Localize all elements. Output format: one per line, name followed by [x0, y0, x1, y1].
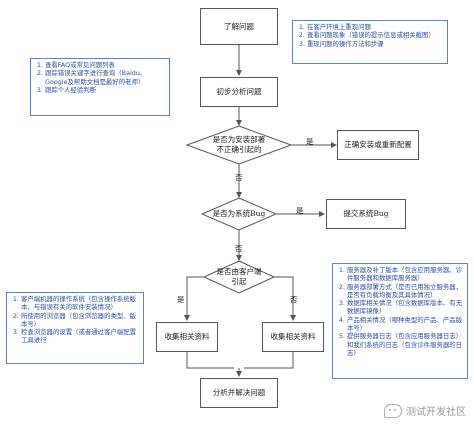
note-understand-item: 在客户环境上重现问题 [307, 23, 444, 31]
node-reinstall: 正确安装或重新配置 [337, 130, 419, 160]
edge-client-left [184, 276, 204, 321]
watermark-text: 测试开发社区 [406, 407, 466, 418]
label-install-no: 否 [235, 173, 243, 182]
node-resolve: 分析并解决问题 [200, 378, 278, 408]
note-server-item: 服务器部署方式（是否已用独立服务器，是否有负载均衡及其具体情况） [347, 283, 464, 300]
label-install-yes: 是 [306, 137, 314, 146]
note-server-item: 产品相关情况（哪种类型的产品、产品版本号） [347, 316, 464, 333]
note-client: 客户端机器的操作系统（包含操作系统版本、与错误有关的软件安装情况） 所使用的浏览… [6, 292, 144, 364]
edge-right-resolve [244, 352, 294, 369]
wechat-icon [384, 403, 402, 418]
decision-client-label: 是否由客户端引起 [216, 267, 262, 286]
label-client-yes: 是 [177, 295, 185, 304]
note-understand-item: 重现问题的操作方法和步骤 [307, 40, 444, 48]
note-client-item: 客户端机器的操作系统（包含操作系统版本、与错误有关的软件安装情况） [21, 295, 140, 312]
label-bug-no: 否 [235, 244, 243, 253]
node-understand: 了解问题 [200, 8, 278, 45]
decision-install-label: 是否为安装部署不正确引起的 [212, 135, 266, 154]
note-analyze-item: 跟踪错误关键字进行查询（Baidu、Google及帮助文档是最好的老师） [45, 69, 166, 86]
note-server-item: 提供服务器日志（包含应用服务器日志）和我们系统的日志（包含诊件服务器的日志） [347, 332, 464, 357]
note-analyze: 查看FAQ或常见问题列表 跟踪错误关键字进行查询（Baidu、Google及帮助… [30, 58, 170, 116]
note-analyze-item: 跟踪个人经验判断 [45, 86, 166, 94]
note-understand-item: 查看问题现象（错误的提示信息或相关截图） [307, 31, 444, 39]
note-analyze-item: 查看FAQ或常见问题列表 [45, 61, 166, 69]
node-collect-client: 收集相关资料 [156, 322, 218, 352]
note-client-item: 检查浏览器的设置（或者通过客户端配置工具进行 [21, 328, 140, 345]
note-server: 服务器及补丁版本（包含应用服务器、诊件服务器和数据库服务器） 服务器部署方式（是… [332, 263, 468, 379]
label-bug-yes: 是 [296, 206, 304, 215]
note-understand: 在客户环境上重现问题 查看问题现象（错误的提示信息或相关截图） 重现问题的操作方… [292, 20, 448, 64]
label-client-no: 否 [290, 295, 298, 304]
note-server-item: 服务器及补丁版本（包含应用服务器、诊件服务器和数据库服务器） [347, 266, 464, 283]
decision-bug-label: 是否为系统Bug [212, 209, 266, 218]
decision-client-shape [202, 260, 276, 294]
edge-client-right [274, 276, 296, 321]
note-client-item: 所使用的浏览器（包含浏览器的类型、版本号） [21, 312, 140, 329]
edge-left-resolve [186, 352, 234, 369]
node-analyze: 初步分析问题 [200, 77, 278, 107]
node-submit-bug: 提交系统Bug [326, 199, 406, 229]
note-server-item: 数据库相关情况（包含数据库版本、有无数据库镜像） [347, 299, 464, 316]
node-collect-server: 收集相关资料 [262, 322, 324, 352]
watermark: 测试开发社区 [384, 403, 466, 418]
